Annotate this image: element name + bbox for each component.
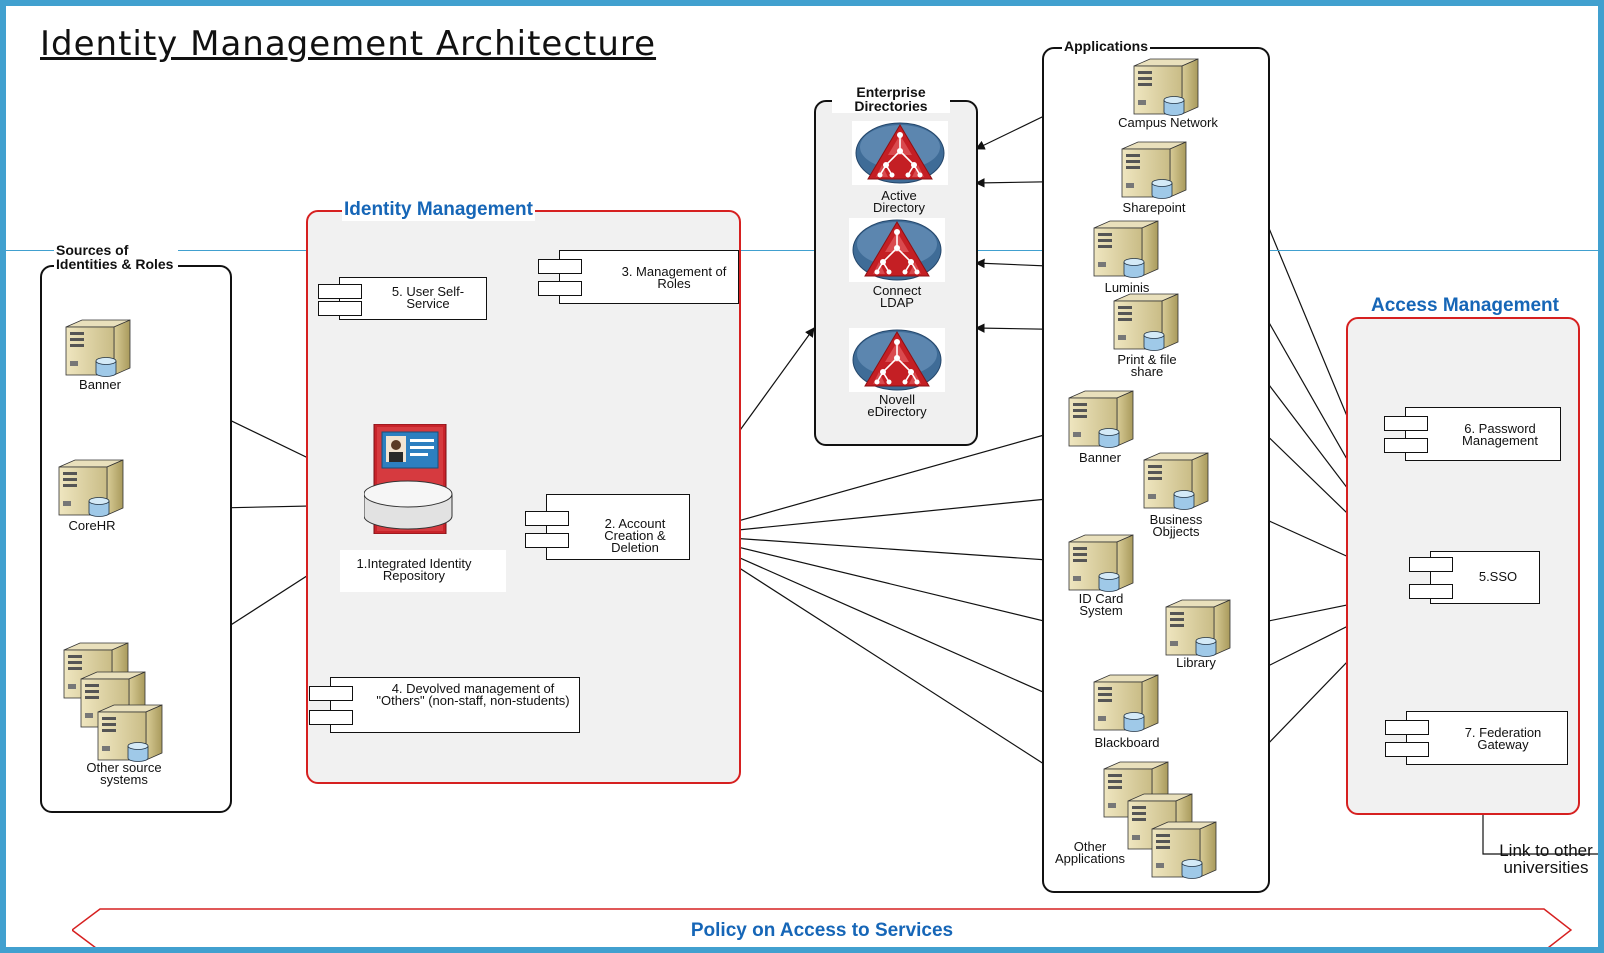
- access-management-label: Access Management: [1371, 295, 1559, 316]
- server-icon: [1061, 390, 1137, 456]
- federation-gateway-component[interactable]: 7. Federation Gateway: [1385, 711, 1568, 765]
- app-print-file-share-label: Print & file share: [1117, 352, 1177, 379]
- server-icon: [90, 704, 166, 770]
- applications-group-label: Applications: [1062, 38, 1151, 54]
- server-icon: [51, 459, 127, 525]
- app-campus-network-label: Campus Network: [1118, 115, 1218, 130]
- server-icon: [1136, 452, 1212, 518]
- slide-guide-line: [6, 250, 1598, 251]
- app-library-label: Library: [1176, 655, 1216, 670]
- server-icon: [1061, 534, 1137, 600]
- management-of-roles-component[interactable]: 3. Management of Roles: [538, 250, 739, 304]
- devolved-management-component[interactable]: 4. Devolved management of "Others" (non-…: [309, 677, 580, 733]
- server-icon: [58, 319, 134, 385]
- app-id-card-label: ID Card System: [1078, 591, 1124, 618]
- account-creation-component[interactable]: 2. Account Creation & Deletion: [525, 494, 690, 560]
- password-management-component[interactable]: 6. Password Management: [1384, 407, 1561, 461]
- server-icon: [1126, 58, 1202, 124]
- active-directory-label: Active Directory: [872, 188, 925, 215]
- server-icon: [1086, 220, 1162, 286]
- connect-ldap-logo: [849, 218, 945, 282]
- app-banner-label: Banner: [1079, 450, 1121, 465]
- sso-component[interactable]: 5.SSO: [1409, 551, 1540, 604]
- enterprise-directories-label: Enterprise Directories: [832, 85, 950, 113]
- app-luminis-label: Luminis: [1104, 280, 1150, 295]
- policy-label: Policy on Access to Services: [690, 920, 954, 941]
- novell-edirectory-logo: [849, 328, 945, 392]
- server-icon: [1114, 141, 1190, 207]
- repository-label-bg: [340, 550, 506, 592]
- server-icon: [1158, 599, 1234, 665]
- source-other-label: Other source systems: [86, 760, 162, 787]
- user-self-service-component[interactable]: 5. User Self-Service: [318, 277, 487, 320]
- source-banner-label: Banner: [79, 377, 121, 392]
- source-corehr-label: CoreHR: [68, 518, 116, 533]
- server-icon: [1086, 674, 1162, 740]
- active-directory-logo: [852, 121, 948, 185]
- novell-edirectory-label: Novell eDirectory: [867, 392, 927, 419]
- app-business-objects-label: Business Objjects: [1149, 512, 1203, 539]
- connect-ldap-label: Connect LDAP: [872, 283, 922, 310]
- app-blackboard-label: Blackboard: [1094, 735, 1160, 750]
- server-icon: [1106, 293, 1182, 359]
- app-sharepoint-label: Sharepoint: [1122, 200, 1186, 215]
- policy-banner: Policy on Access to Services: [70, 908, 1573, 947]
- identity-repository-label: 1.Integrated Identity Repository: [356, 556, 472, 583]
- link-other-universities-label: Link to other universities: [1499, 841, 1593, 877]
- app-other-label: Other Applications: [1054, 839, 1126, 866]
- identity-management-label: Identity Management: [342, 199, 535, 221]
- sources-group-label: Sources of Identities & Roles: [54, 243, 178, 271]
- server-icon: [1144, 821, 1220, 887]
- identity-repository-icon: [363, 423, 454, 535]
- diagram-title: Identity Management Architecture: [40, 24, 657, 64]
